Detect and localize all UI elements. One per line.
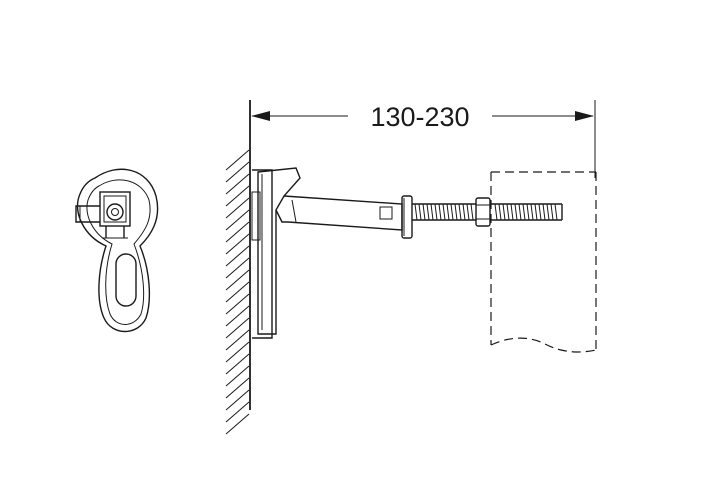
thread-line — [430, 203, 434, 221]
thread-line — [438, 203, 442, 221]
hatch-line — [225, 401, 250, 423]
hatch-line — [225, 341, 250, 363]
hatch-line — [225, 413, 250, 435]
hatch-line — [225, 269, 250, 291]
thread-line — [426, 203, 430, 221]
wall-hatching — [225, 149, 250, 435]
thread-line — [522, 203, 526, 221]
hatch-line — [225, 353, 250, 375]
thread-line — [514, 203, 518, 221]
thread-line — [466, 203, 470, 221]
bracket-front-view — [75, 168, 159, 333]
fixture-outline-dashed — [490, 171, 597, 353]
hatch-line — [225, 173, 250, 195]
thread-line — [554, 203, 558, 221]
thread-line — [502, 203, 506, 221]
thread-line — [454, 203, 458, 221]
thread-line — [494, 203, 498, 221]
hatch-line — [225, 389, 250, 411]
thread-line — [550, 203, 554, 221]
hatch-line — [225, 281, 250, 303]
hatch-line — [225, 209, 250, 231]
thread-line — [518, 203, 522, 221]
hatch-line — [225, 377, 250, 399]
hatch-line — [225, 365, 250, 387]
wall — [225, 100, 251, 435]
hatch-line — [225, 329, 250, 351]
hatch-line — [225, 257, 250, 279]
thread-line — [414, 203, 418, 221]
hatch-line — [225, 149, 250, 171]
hatch-line — [225, 221, 250, 243]
thread-line — [418, 203, 422, 221]
thread-line — [530, 203, 534, 221]
threaded-bolt — [412, 197, 563, 227]
hatch-line — [225, 245, 250, 267]
thread-line — [434, 203, 438, 221]
dimension-line: 130-230 — [251, 100, 596, 178]
hatch-line — [225, 317, 250, 339]
thread-line — [526, 203, 530, 221]
thread-line — [534, 203, 538, 221]
thread-line — [462, 203, 466, 221]
thread-line — [442, 203, 446, 221]
thread-line — [446, 203, 450, 221]
bolt-threads — [414, 203, 558, 221]
thread-line — [498, 203, 502, 221]
thread-line — [538, 203, 542, 221]
thread-line — [546, 203, 550, 221]
thread-line — [470, 203, 474, 221]
thread-line — [458, 203, 462, 221]
hatch-line — [225, 185, 250, 207]
hatch-line — [225, 233, 250, 255]
thread-line — [422, 203, 426, 221]
thread-line — [506, 203, 510, 221]
thread-line — [450, 203, 454, 221]
thread-line — [510, 203, 514, 221]
thread-line — [542, 203, 546, 221]
bracket-side-view — [251, 167, 413, 339]
hatch-line — [225, 293, 250, 315]
hatch-line — [225, 197, 250, 219]
hatch-line — [225, 305, 250, 327]
hatch-line — [225, 161, 250, 183]
dimension-label: 130-230 — [370, 102, 469, 132]
